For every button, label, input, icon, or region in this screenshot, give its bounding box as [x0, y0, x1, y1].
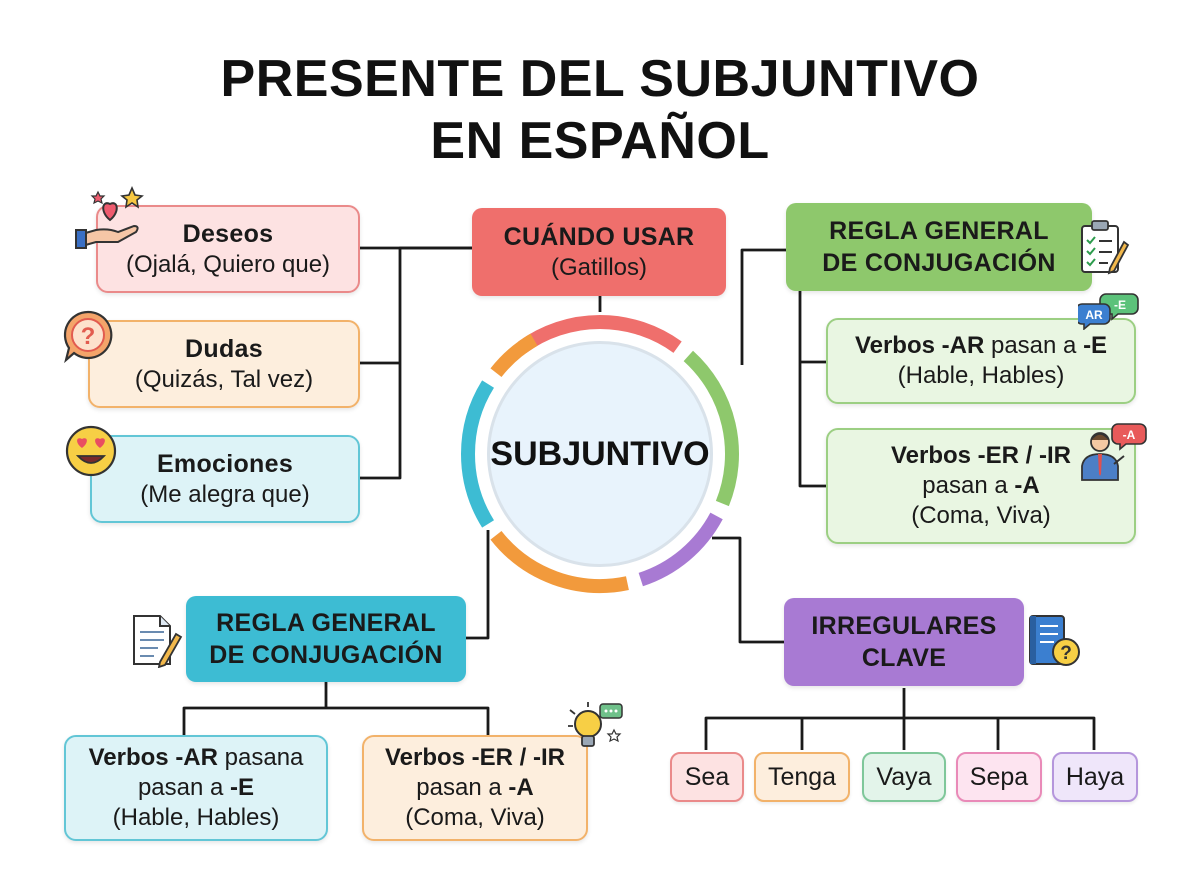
rule-ar-right: Verbos -AR pasan a -E (Hable, Hables) — [826, 318, 1136, 404]
clipboard-checklist-icon — [1081, 220, 1130, 275]
trigger-dudas: Dudas (Quizás, Tal vez) — [88, 320, 360, 408]
trigger-examples: (Quizás, Tal vez) — [134, 366, 314, 393]
ring-segment — [490, 333, 538, 378]
trigger-examples: (Ojalá, Quiero que) — [125, 251, 331, 278]
ring-segment — [683, 350, 739, 507]
cuando-usar-box: CUÁNDO USAR (Gatillos) — [472, 208, 726, 296]
question-bubble-icon: ? — [63, 310, 113, 364]
title-line-1: PRESENTE DEL SUBJUNTIVO — [220, 50, 980, 108]
rule-er-ir-right: Verbos -ER / -IR pasan a -A (Coma, Viva) — [826, 428, 1136, 544]
page-title: PRESENTE DEL SUBJUNTIVO EN ESPAÑOL — [0, 48, 1200, 172]
heart-eyes-emoji-icon — [65, 425, 117, 477]
cuando-usar-subtitle: (Gatillos) — [550, 254, 647, 281]
teacher-speech-icon: -A — [1081, 423, 1147, 481]
regla-title-line1: REGLA GENERAL — [216, 609, 436, 637]
lightbulb-idea-icon — [568, 702, 623, 747]
regla-general-right: REGLA GENERAL DE CONJUGACIÓN — [786, 203, 1092, 291]
document-pencil-icon — [133, 615, 183, 668]
rule-er-ir-line1: Verbos -ER / -IR — [890, 442, 1072, 469]
trigger-emociones: Emociones (Me alegra que) — [90, 435, 360, 523]
trigger-deseos: Deseos (Ojalá, Quiero que) — [96, 205, 360, 293]
trigger-examples: (Me alegra que) — [140, 481, 310, 508]
center-label: SUBJUNTIVO — [490, 434, 710, 473]
regla-title-line2: DE CONJUGACIÓN — [209, 641, 443, 669]
center-circle: SUBJUNTIVO — [487, 341, 713, 567]
regla-title-line1: REGLA GENERAL — [829, 217, 1049, 245]
svg-text:?: ? — [81, 323, 96, 350]
heart-hand-icon — [75, 185, 144, 249]
rule-ar-left-line1: Verbos -AR pasana — [88, 744, 304, 771]
rule-ar-line1: Verbos -AR pasan a -E — [854, 332, 1108, 359]
title-line-2: EN ESPAÑOL — [430, 112, 770, 170]
irregular-verb-chip: Tenga — [754, 752, 850, 802]
rule-er-ir-left-examples: (Coma, Viva) — [405, 804, 545, 831]
badge-e: -E — [1114, 298, 1126, 312]
ring-segment — [518, 315, 682, 353]
rule-ar-left: Verbos -AR pasana pasan a -E (Hable, Hab… — [64, 735, 328, 841]
center-ring — [461, 315, 739, 593]
irregulares-title-line1: IRREGULARES — [811, 612, 997, 640]
irregular-verb-label: Haya — [1065, 762, 1125, 791]
trigger-title: Deseos — [182, 220, 274, 248]
rule-er-ir-examples: (Coma, Viva) — [911, 502, 1051, 529]
ring-segment — [638, 512, 723, 587]
irregular-verb-label: Tenga — [767, 762, 837, 791]
irregulares-clave-box: IRREGULARES CLAVE — [784, 598, 1024, 686]
rule-ar-left-line2: pasan a -E — [137, 774, 255, 801]
ring-segment — [490, 530, 629, 593]
trigger-title: Emociones — [156, 450, 294, 478]
trigger-title: Dudas — [185, 335, 263, 363]
rule-er-ir-line2: pasan a -A — [922, 472, 1040, 499]
book-question-icon: ? — [1029, 615, 1080, 666]
regla-title-line2: DE CONJUGACIÓN — [822, 249, 1056, 277]
irregular-verb-chip: Sepa — [956, 752, 1042, 802]
badge-ar: AR — [1085, 308, 1103, 322]
regla-general-left: REGLA GENERAL DE CONJUGACIÓN — [186, 596, 466, 682]
rule-er-ir-left-line2: pasan a -A — [416, 774, 534, 801]
irregular-verb-chip: Sea — [670, 752, 744, 802]
rule-er-ir-left: Verbos -ER / -IR pasan a -A (Coma, Viva) — [362, 735, 588, 841]
irregular-verb-label: Sepa — [969, 762, 1029, 791]
rule-ar-examples: (Hable, Hables) — [897, 362, 1065, 389]
irregular-verb-chip: Haya — [1052, 752, 1138, 802]
ring-segment — [461, 380, 495, 528]
irregular-verb-label: Vaya — [876, 762, 932, 791]
badge-a: -A — [1123, 428, 1136, 442]
svg-text:?: ? — [1060, 643, 1072, 664]
irregular-verb-label: Sea — [684, 762, 730, 791]
cuando-usar-title: CUÁNDO USAR — [503, 223, 695, 251]
rule-ar-left-examples: (Hable, Hables) — [112, 804, 280, 831]
irregular-verb-chip: Vaya — [862, 752, 946, 802]
ar-to-e-chat-icon: -E AR — [1078, 293, 1139, 330]
irregulares-title-line2: CLAVE — [861, 644, 947, 672]
rule-er-ir-left-line1: Verbos -ER / -IR — [384, 744, 566, 771]
